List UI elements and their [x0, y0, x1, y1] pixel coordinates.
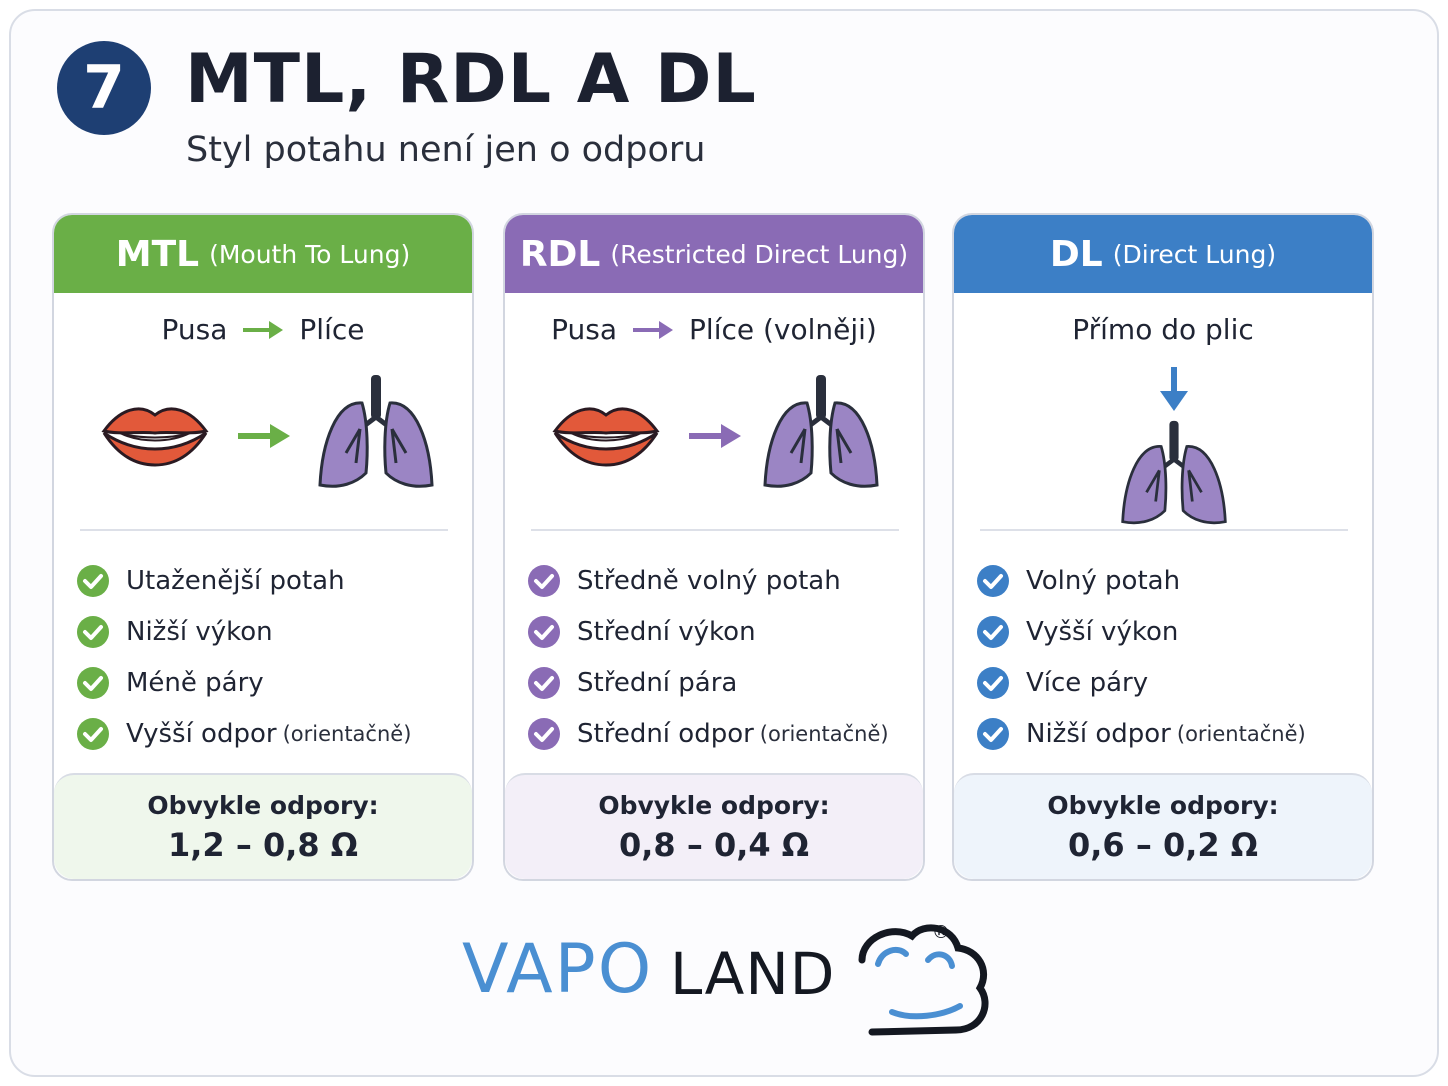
check-icon: [77, 717, 109, 750]
feature-text: Střední pára: [577, 667, 738, 698]
feature-item: Střední odpor (orientačně): [527, 708, 917, 759]
check-icon: [77, 615, 109, 648]
card-rdl-illustration: [505, 365, 923, 535]
lips-icon: [101, 407, 209, 467]
feature-text: Více páry: [1026, 667, 1149, 698]
card-dl-flow: Přímo do plic: [954, 313, 1372, 346]
feature-text: Vyšší výkon: [1026, 616, 1179, 647]
card-dl-header: DL (Direct Lung): [954, 215, 1372, 293]
page-subtitle: Styl potahu není jen o odporu: [186, 130, 706, 170]
flow-to-label: Plíce (volněji): [689, 313, 877, 346]
feature-text: Střední výkon: [577, 616, 756, 647]
feature-text: Volný potah: [1026, 565, 1181, 596]
divider: [531, 529, 899, 531]
vapoland-logo: VAPO LAND ®: [462, 920, 1002, 1050]
lungs-icon: [318, 375, 434, 488]
feature-text: Utaženější potah: [126, 565, 345, 596]
feature-item: Středně volný potah: [527, 555, 917, 606]
card-mtl-footer: Obvykle odpory: 1,2 – 0,8 Ω: [54, 773, 472, 879]
card-dl-illustration: [954, 365, 1372, 535]
feature-item: Méně páry: [76, 657, 466, 708]
card-rdl-header: RDL (Restricted Direct Lung): [505, 215, 923, 293]
card-rdl: RDL (Restricted Direct Lung) Pusa Plíce …: [503, 213, 925, 881]
check-icon: [977, 717, 1009, 750]
logo-text-land: LAND: [670, 940, 836, 1008]
registered-mark: ®: [932, 922, 950, 943]
feature-item: Střední pára: [527, 657, 917, 708]
flow-from-label: Pusa: [161, 313, 228, 346]
card-dl-full-name: (Direct Lung): [1112, 239, 1277, 269]
check-icon: [977, 564, 1009, 597]
footer-resistance-value: 0,8 – 0,4 Ω: [619, 825, 809, 864]
feature-text: Nižší odpor: [1026, 718, 1171, 749]
check-icon: [977, 615, 1009, 648]
feature-note: (orientačně): [759, 721, 889, 746]
card-mtl-header: MTL (Mouth To Lung): [54, 215, 472, 293]
check-icon: [977, 666, 1009, 699]
card-dl: DL (Direct Lung) Přímo do plic Volný pot…: [952, 213, 1374, 881]
lungs-icon: [763, 375, 879, 488]
lips-icon: [552, 407, 660, 467]
feature-note: (orientačně): [282, 721, 412, 746]
feature-text: Vyšší odpor: [126, 718, 277, 749]
page-title: MTL, RDL A DL: [185, 40, 757, 119]
small-arrow-right-icon: [243, 320, 284, 339]
footer-resistance-value: 0,6 – 0,2 Ω: [1068, 825, 1258, 864]
card-mtl-full-name: (Mouth To Lung): [209, 239, 411, 269]
feature-item: Střední výkon: [527, 606, 917, 657]
step-number-badge: 7: [57, 41, 151, 135]
check-icon: [77, 564, 109, 597]
card-rdl-footer: Obvykle odpory: 0,8 – 0,4 Ω: [505, 773, 923, 879]
feature-text: Nižší výkon: [126, 616, 273, 647]
check-icon: [77, 666, 109, 699]
arrow-right-icon: [689, 424, 741, 448]
logo-text-vapo: VAPO: [462, 930, 654, 1009]
card-mtl-abbr: MTL: [115, 233, 200, 275]
feature-item: Více páry: [976, 657, 1366, 708]
arrow-right-icon: [238, 424, 290, 448]
card-dl-footer: Obvykle odpory: 0,6 – 0,2 Ω: [954, 773, 1372, 879]
card-rdl-full-name: (Restricted Direct Lung): [610, 239, 909, 269]
feature-item: Volný potah: [976, 555, 1366, 606]
feature-item: Vyšší odpor (orientačně): [76, 708, 466, 759]
check-icon: [528, 615, 560, 648]
flow-to-label: Plíce: [299, 313, 365, 346]
feature-item: Nižší odpor (orientačně): [976, 708, 1366, 759]
card-dl-abbr: DL: [1049, 233, 1103, 275]
feature-item: Utaženější potah: [76, 555, 466, 606]
feature-text: Střední odpor: [577, 718, 754, 749]
feature-item: Nižší výkon: [76, 606, 466, 657]
feature-text: Méně páry: [126, 667, 264, 698]
small-arrow-right-icon: [633, 320, 674, 339]
flow-label: Přímo do plic: [1072, 313, 1254, 346]
check-icon: [528, 717, 560, 750]
footer-label: Obvykle odpory:: [598, 790, 830, 820]
card-rdl-abbr: RDL: [519, 233, 601, 275]
divider: [980, 529, 1348, 531]
footer-label: Obvykle odpory:: [147, 790, 379, 820]
check-icon: [528, 666, 560, 699]
footer-label: Obvykle odpory:: [1047, 790, 1279, 820]
cloud-icon: [858, 924, 989, 1036]
footer-resistance-value: 1,2 – 0,8 Ω: [168, 825, 358, 864]
card-dl-feature-list: Volný potah Vyšší výkon Více páry Nižší …: [976, 555, 1366, 759]
card-rdl-flow: Pusa Plíce (volněji): [505, 313, 923, 346]
feature-note: (orientačně): [1176, 721, 1306, 746]
card-mtl-flow: Pusa Plíce: [54, 313, 472, 346]
card-rdl-feature-list: Středně volný potah Střední výkon Středn…: [527, 555, 917, 759]
card-mtl-illustration: [54, 365, 472, 535]
flow-from-label: Pusa: [551, 313, 618, 346]
divider: [80, 529, 448, 531]
feature-text: Středně volný potah: [577, 565, 841, 596]
lungs-icon: [1121, 420, 1227, 525]
card-mtl-feature-list: Utaženější potah Nižší výkon Méně páry V…: [76, 555, 466, 759]
arrow-down-icon: [1160, 367, 1188, 411]
card-mtl: MTL (Mouth To Lung) Pusa Plíce: [52, 213, 474, 881]
check-icon: [528, 564, 560, 597]
feature-item: Vyšší výkon: [976, 606, 1366, 657]
